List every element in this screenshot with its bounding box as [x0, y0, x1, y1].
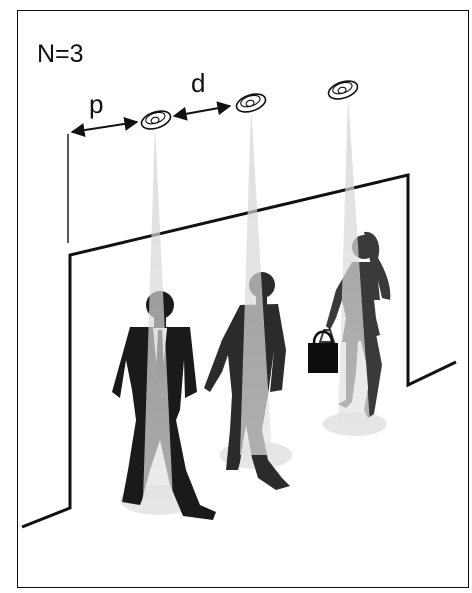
sensor-2: [234, 91, 267, 115]
d-label: d: [191, 68, 205, 98]
sensor-count-label: N=3: [37, 40, 84, 68]
sensor-1: [139, 108, 172, 132]
sensor-3: [326, 78, 359, 102]
d-dimension-arrow: [174, 106, 230, 116]
p-dimension-arrow: [72, 122, 137, 132]
p-label: p: [89, 89, 103, 119]
sensor-beam-3: [338, 96, 370, 424]
